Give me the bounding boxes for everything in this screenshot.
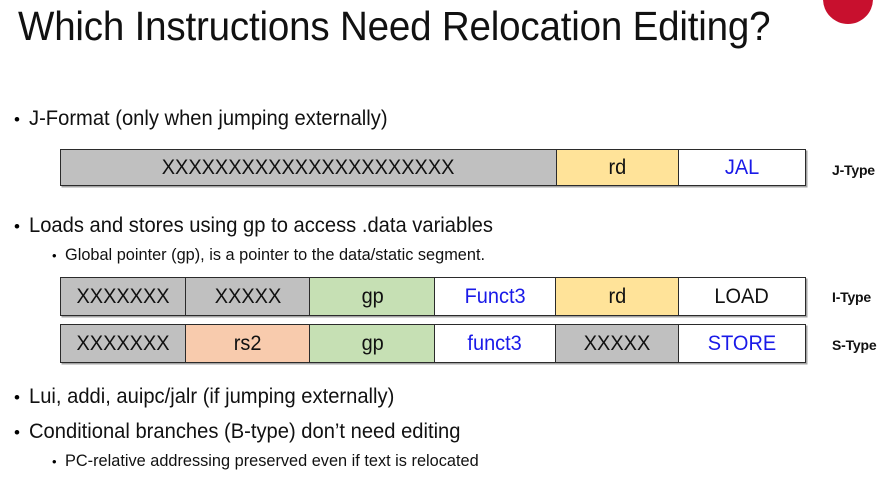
format-field-label: funct3 [467,332,523,355]
sub-bullet-global-pointer: • Global pointer (gp), is a pointer to t… [52,245,502,265]
format-field-jal: JAL [679,150,805,185]
format-field-label: LOAD [714,285,770,308]
bullet-j-format: • J-Format (only when jumping externally… [14,107,402,131]
sub-bullet-text: PC-relative addressing preserved even if… [64,451,479,470]
bullet-lui-addi-auipc-jalr: • Lui, addi, auipc/jalr (if jumping exte… [14,385,409,409]
red-circle-decoration [823,0,873,24]
bullet-marker-icon: • [52,248,57,263]
format-field-rd: rd [555,278,680,315]
format-field-label: rd [608,285,626,308]
format-field-store: STORE [679,325,805,362]
bullet-marker-icon: • [14,423,20,442]
format-field-funct3: Funct3 [435,278,556,315]
format-field-rs2: rs2 [185,325,311,362]
format-field-label: rs2 [233,332,262,355]
format-field-label: STORE [707,332,777,355]
format-field-funct3: funct3 [435,325,556,362]
format-field-xxxxxxx: XXXXXXX [61,325,186,362]
format-label-stype: S-Type [832,337,877,353]
format-field-label: XXXXX [583,332,651,355]
format-field-label: rd [608,156,627,179]
format-field-label: XXXXX [214,285,281,308]
sub-bullet-text: Global pointer (gp), is a pointer to the… [64,245,485,264]
bullet-marker-icon: • [52,454,57,469]
format-field-rd: rd [556,150,680,185]
bullet-text: J-Format (only when jumping externally) [28,107,388,130]
format-field-gp: gp [310,278,436,315]
format-field-label: gp [361,332,384,355]
format-field-xxxxxxx: XXXXXXX [61,278,186,315]
sub-bullet-pc-relative: • PC-relative addressing preserved even … [52,451,495,471]
format-field-load: LOAD [679,278,805,315]
format-field-label: Funct3 [464,285,526,308]
format-label-itype: I-Type [832,289,871,305]
format-field-label: gp [361,285,384,308]
format-field-label: XXXXXXX [76,285,170,308]
format-field-label: JAL [724,156,760,179]
bullet-marker-icon: • [14,388,20,407]
bullet-marker-icon: • [14,110,20,129]
instruction-format-jtype: XXXXXXXXXXXXXXXXXXXXXX rd JAL [60,149,806,186]
bullet-loads-stores: • Loads and stores using gp to access .d… [14,214,512,238]
format-field-gp: gp [310,325,436,362]
format-field-label: XXXXXXX [76,332,170,355]
bullet-text: Conditional branches (B-type) don’t need… [28,420,461,443]
format-field-xxxxxxxxxxxxxxxxxxxxxx: XXXXXXXXXXXXXXXXXXXXXX [61,150,557,185]
bullet-conditional-branches: • Conditional branches (B-type) don’t ne… [14,420,478,444]
bullet-text: Lui, addi, auipc/jalr (if jumping extern… [28,385,395,408]
instruction-format-stype: XXXXXXX rs2 gp funct3 XXXXX STORE [60,324,806,363]
bullet-marker-icon: • [14,217,20,236]
format-field-xxxxx: XXXXX [555,325,680,362]
format-field-label: XXXXXXXXXXXXXXXXXXXXXX [161,156,455,179]
page-title: Which Instructions Need Relocation Editi… [18,3,771,49]
bullet-text: Loads and stores using gp to access .dat… [28,214,493,237]
format-field-xxxxx: XXXXX [185,278,311,315]
format-label-jtype: J-Type [832,162,875,178]
